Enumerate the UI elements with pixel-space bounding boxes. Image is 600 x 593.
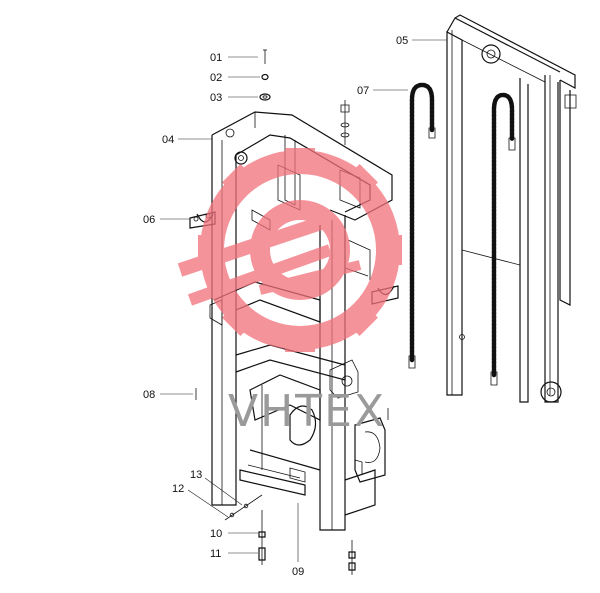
callout-05: 05 [396,35,408,47]
outer-mast [446,14,577,403]
callout-06: 06 [143,214,155,226]
callout-labels: 01 02 03 04 05 06 07 08 09 10 11 12 13 [143,35,408,578]
callout-03: 03 [210,92,222,104]
callout-02: 02 [210,72,222,84]
callout-12: 12 [172,483,184,495]
lower-carriage [239,374,386,516]
callout-13: 13 [190,469,202,481]
leader-lines [160,39,447,562]
watermark-text: VHTEX [228,386,386,437]
callout-11: 11 [210,548,221,560]
callout-10: 10 [210,528,222,540]
callout-08: 08 [143,389,155,401]
callout-09: 09 [292,566,304,578]
callout-07: 07 [357,85,369,97]
lift-chains [408,82,516,386]
callout-04: 04 [162,134,174,146]
callout-01: 01 [210,52,222,64]
watermark-gear-logo [177,148,402,352]
